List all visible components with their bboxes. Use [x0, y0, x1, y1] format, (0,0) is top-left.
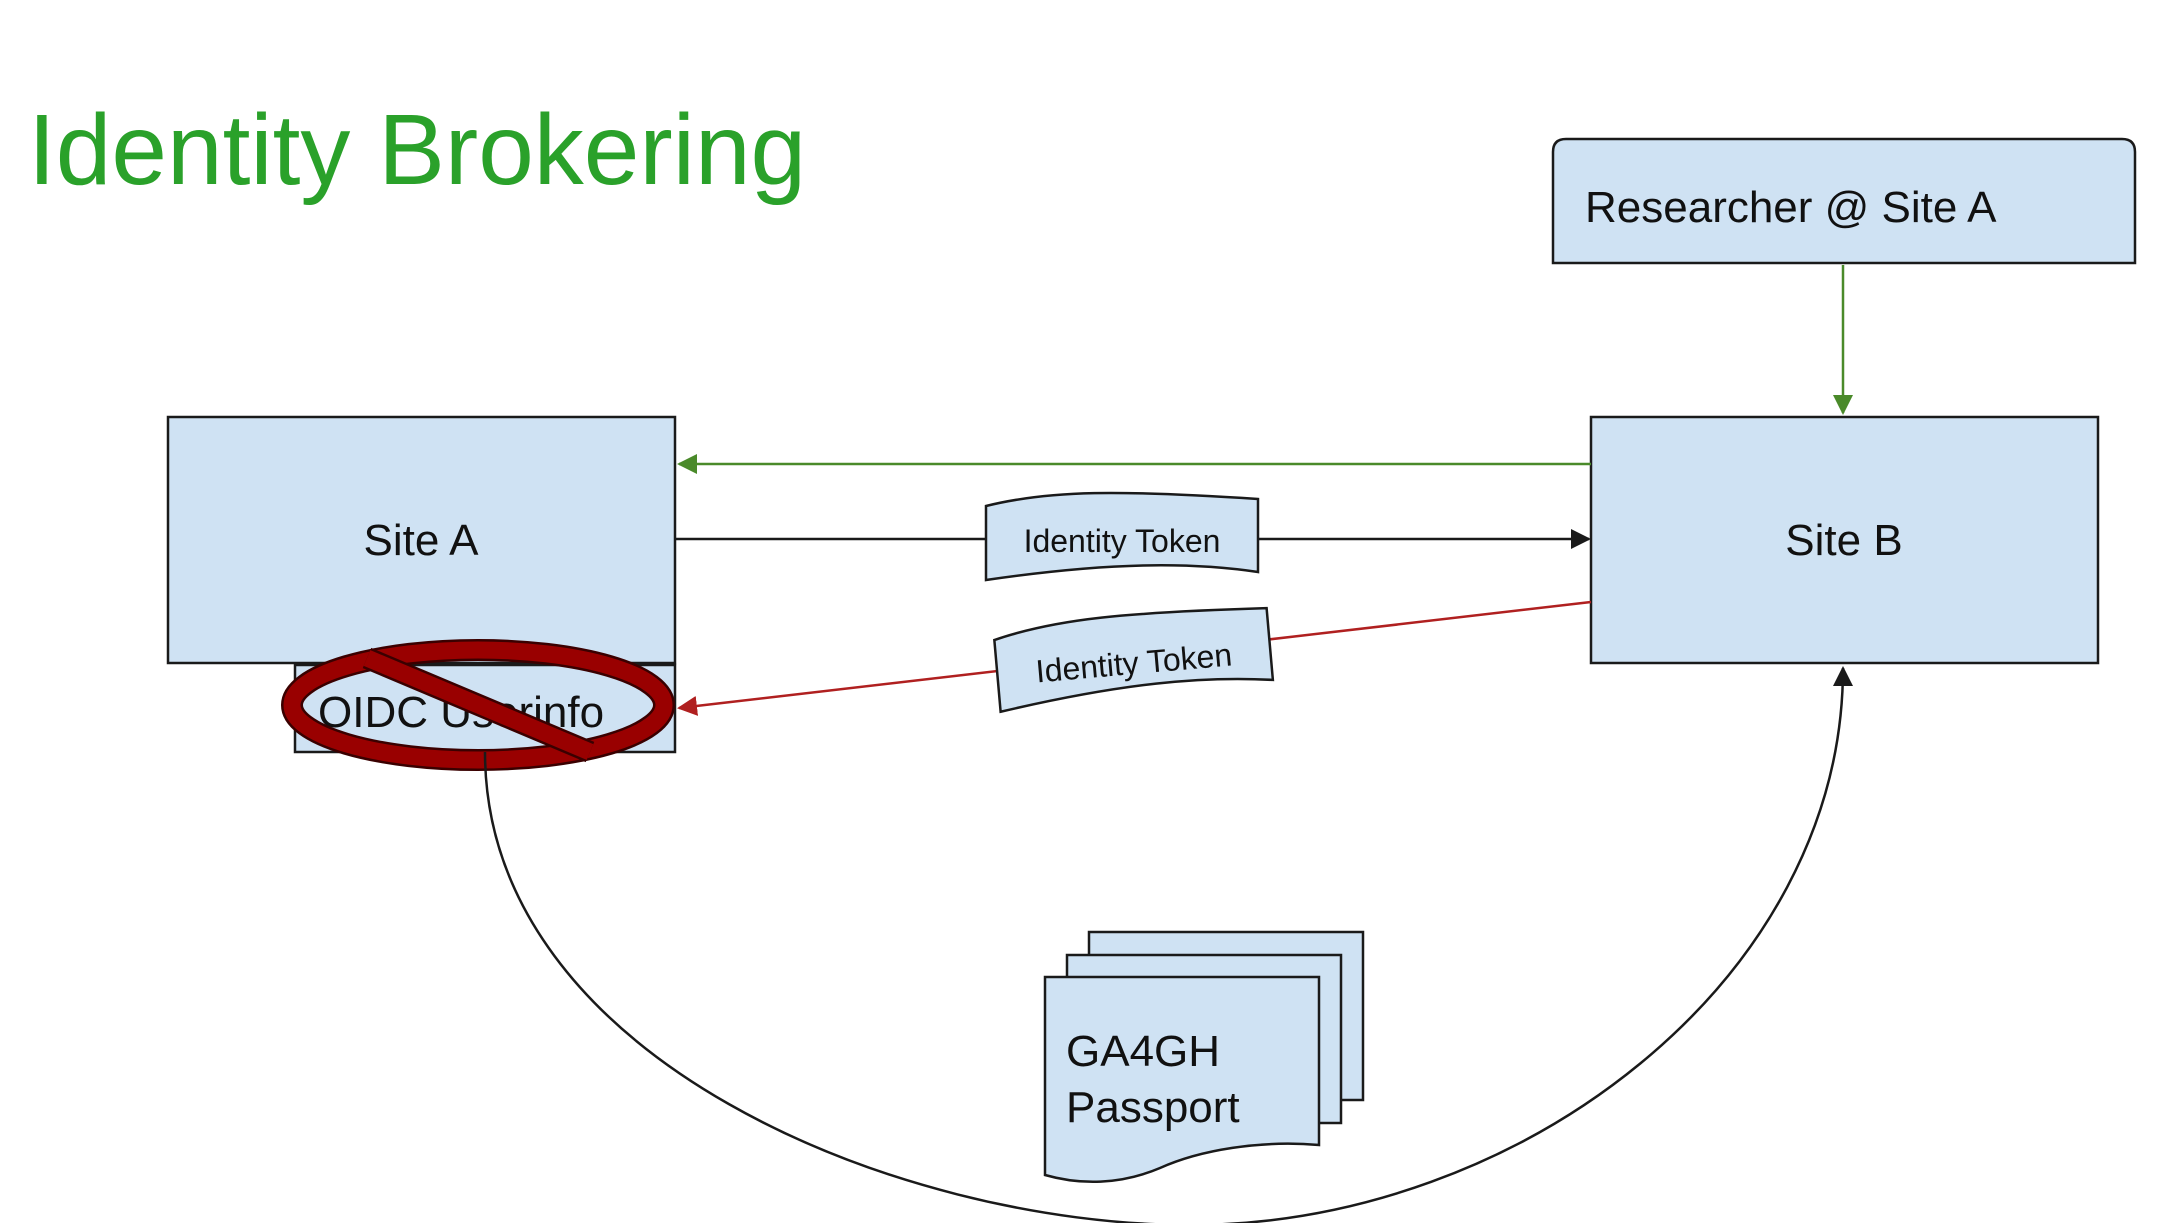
passport-label-line1: GA4GH: [1066, 1027, 1220, 1076]
site-a-label: Site A: [364, 516, 480, 565]
page-title: Identity Brokering: [28, 94, 807, 206]
site-a-node: Site A: [166, 415, 677, 665]
site-b-node: Site B: [1589, 415, 2100, 665]
prohibition-icon: [281, 639, 675, 771]
passport-label-line2: Passport: [1066, 1083, 1240, 1132]
identity-token-top: Identity Token: [984, 491, 1260, 582]
site-b-label: Site B: [1785, 516, 1902, 565]
arc-userinfo-to-site-b: [483, 666, 1853, 1223]
document-stack-icon: GA4GH Passport: [1043, 930, 1365, 1184]
identity-token-bottom: Identity Token: [993, 606, 1275, 714]
token-top-label: Identity Token: [1024, 523, 1221, 559]
researcher-node: Researcher @ Site A: [1551, 137, 2137, 265]
researcher-label: Researcher @ Site A: [1585, 183, 1997, 232]
